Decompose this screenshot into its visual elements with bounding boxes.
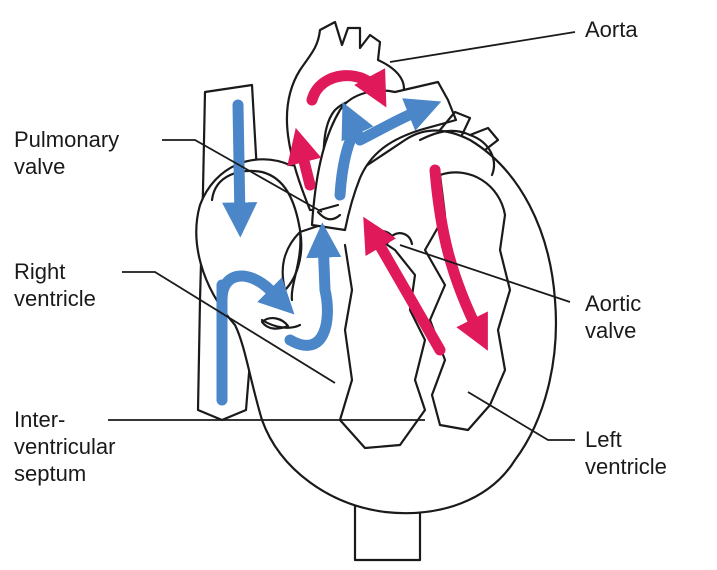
label-left-ventricle-line1: Left [585, 426, 667, 453]
heart-outline [196, 131, 556, 514]
label-septum-line2: ventricular [14, 433, 115, 460]
leader-aorta [390, 32, 575, 62]
label-right-ventricle: Right ventricle [14, 258, 96, 312]
label-aortic-valve-line1: Aortic [585, 290, 641, 317]
label-pulmonary-valve-line1: Pulmonary [14, 126, 119, 153]
label-interventricular-septum: Inter- ventricular septum [14, 406, 115, 487]
label-septum-line3: septum [14, 460, 115, 487]
label-aortic-valve-line2: valve [585, 317, 641, 344]
label-right-ventricle-line1: Right [14, 258, 96, 285]
blue-arrow-vena-cava [238, 105, 240, 220]
blue-arrow-left-pulmonary [350, 118, 358, 135]
label-septum-line1: Inter- [14, 406, 115, 433]
label-pulmonary-valve: Pulmonary valve [14, 126, 119, 180]
label-left-ventricle: Left ventricle [585, 426, 667, 480]
label-aortic-valve: Aortic valve [585, 290, 641, 344]
label-right-ventricle-line2: ventricle [14, 285, 96, 312]
label-aorta: Aorta [585, 16, 638, 43]
label-left-ventricle-line2: ventricle [585, 453, 667, 480]
label-pulmonary-valve-line2: valve [14, 153, 119, 180]
